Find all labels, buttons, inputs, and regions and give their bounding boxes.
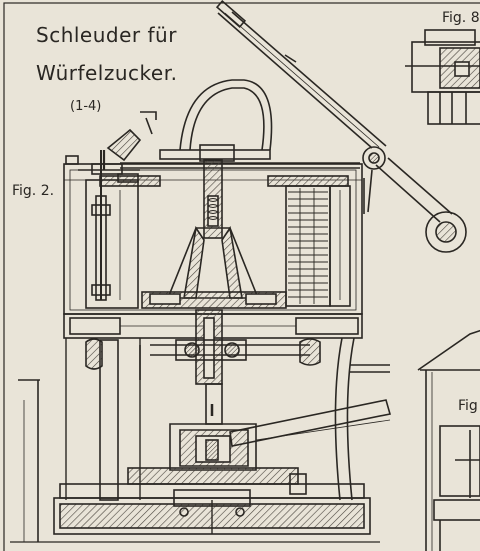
sheet-border [3,2,480,551]
lid-arm [215,0,467,253]
fig-building [417,329,480,551]
crank-assembly [65,111,157,183]
fig-top-right-label: Fig. 8 [442,10,480,26]
fig-main-label: Fig. 2. [12,183,54,199]
top-frame [120,79,360,169]
lower-spindle [169,383,392,471]
lower-frame [65,337,355,501]
fig-bottom-right-label: Fig [458,398,478,414]
drive-bearing [139,309,390,385]
foundation [10,467,380,543]
center-shaft [141,159,287,309]
title-line2: Würfelzucker. [36,61,177,85]
right-wall-grid [285,185,351,307]
title-line1: Schleuder für [36,23,177,47]
subtitle: (1-4) [70,99,101,114]
left-bracket [18,379,40,542]
left-wall [85,150,139,309]
fig8-detail [405,29,480,125]
